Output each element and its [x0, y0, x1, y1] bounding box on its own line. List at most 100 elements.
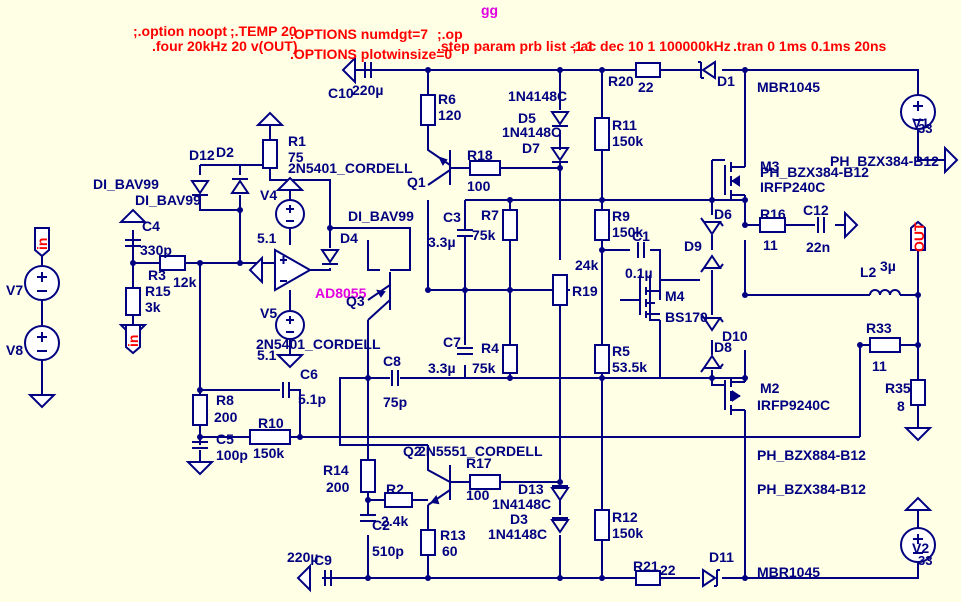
transistor-q3 [376, 272, 391, 310]
value-c1: 0.1µ [625, 265, 653, 281]
label-m3: M3 [760, 158, 780, 174]
resistor-r2 [384, 492, 413, 508]
voltage-sources[interactable] [24, 94, 936, 563]
label-r14: R14 [323, 462, 349, 478]
value-v5: 5.1 [257, 347, 277, 363]
label-d13: D13 [518, 481, 544, 497]
model-d1: MBR1045 [757, 79, 820, 95]
resistor-r5 [594, 344, 610, 374]
label-r6: R6 [438, 91, 456, 107]
source-v7 [24, 265, 60, 301]
resistor-r20 [635, 62, 661, 78]
value-r3: 12k [173, 274, 197, 290]
net-in-label-bottom: in [125, 335, 141, 347]
zener3-label: PH_BZX884-B12 [757, 447, 866, 463]
label-d4: D4 [340, 230, 358, 246]
ground-opamp [248, 255, 263, 285]
out-flag [910, 220, 926, 251]
resistor-r10 [249, 429, 291, 445]
source-v2 [900, 527, 936, 563]
capacitor-c1 [637, 242, 645, 258]
value-r17: 100 [466, 487, 490, 503]
ground-c10 [341, 55, 356, 85]
label-c4: C4 [142, 218, 160, 234]
resistor-r12 [594, 509, 610, 541]
value-c12: 22n [806, 239, 830, 255]
value-r9: 150k [612, 224, 643, 240]
diode-d4 [320, 249, 340, 265]
ground-c12 [844, 210, 859, 240]
capacitors[interactable] [125, 62, 825, 586]
label-c5: C5 [216, 431, 234, 447]
supply-c4 [118, 208, 148, 223]
diode-d12 [190, 180, 210, 196]
label-c3: C3 [443, 209, 461, 225]
label-c1: C1 [632, 228, 650, 244]
zener1-label: PH_BZX384-B12 [830, 153, 939, 169]
resistor-r18 [469, 160, 501, 176]
value-r8: 200 [214, 409, 238, 425]
label-d1: D1 [717, 73, 735, 89]
diode-d2 [230, 178, 250, 194]
net-in-label-top: in [34, 238, 50, 250]
label-r20: R20 [608, 73, 634, 89]
capacitor-c12 [817, 217, 825, 233]
resistor-r15 [125, 287, 141, 316]
label-r7: R7 [481, 207, 499, 223]
diode-d10 [700, 313, 724, 332]
label-m4: M4 [665, 288, 685, 304]
label-r10: R10 [258, 415, 284, 431]
ground-c9 [296, 563, 311, 593]
value-c6: 5.1p [298, 391, 326, 407]
transistor-q1 [438, 150, 451, 185]
resistors[interactable] [125, 62, 926, 586]
model-d11: MBR1045 [757, 564, 820, 580]
value-r16: 11 [763, 237, 778, 253]
directive-option: ;.option noopt [133, 23, 227, 39]
resistor-r16 [759, 217, 786, 233]
value-r14: 200 [326, 479, 350, 495]
value-r10: 150k [253, 445, 284, 461]
model-m2: IRFP9240C [757, 397, 830, 413]
label-r17: R17 [466, 455, 492, 471]
value-r20: 22 [638, 79, 654, 95]
value-r15: 3k [145, 299, 161, 315]
resistor-r13 [420, 529, 436, 556]
label-r5: R5 [612, 343, 630, 359]
in-flag-bottom [125, 324, 141, 355]
capacitor-c6 [282, 382, 290, 398]
directive-temp: ;.TEMP 20 [230, 23, 297, 39]
opamp-ad8055[interactable] [274, 248, 313, 292]
model-m3: IRFP240C [760, 179, 825, 195]
resistor-r11 [594, 117, 610, 151]
directive-step: .step param prb list -1 1 [437, 38, 594, 54]
value-r35: 8 [897, 398, 905, 414]
labels: gg ;.option noopt ;.TEMP 20 .OPTIONS num… [6, 2, 939, 580]
transistors[interactable] [376, 150, 746, 505]
resistor-r33 [869, 337, 901, 353]
mosfet-m3 [724, 160, 746, 200]
inductor-l2[interactable] [869, 289, 901, 296]
value-v4: 5.1 [257, 230, 277, 246]
label-q1: Q1 [407, 174, 426, 190]
source-v5 [275, 310, 305, 340]
value-r19: 24k [575, 257, 599, 273]
diodes[interactable] [190, 60, 724, 588]
label-r12: R12 [612, 509, 638, 525]
label-q3: Q3 [346, 293, 365, 309]
label-c9: C9 [314, 552, 332, 568]
value-r6: 120 [438, 107, 462, 123]
model-d13: 1N4148C [492, 496, 551, 512]
diode-d5 [550, 111, 570, 127]
ground-left [27, 394, 57, 409]
label-r3: R3 [148, 267, 166, 283]
resistor-r7 [502, 209, 518, 241]
value-r13: 60 [442, 543, 458, 559]
directive-ac: ;.ac dec 10 1 100000kHz [572, 38, 731, 54]
value-r5: 53.5k [612, 359, 647, 375]
model-m4: BS170 [665, 309, 708, 325]
capacitor-c9 [324, 570, 332, 586]
label-d8: D8 [714, 339, 732, 355]
model-d7: 1N4148C [502, 124, 561, 140]
